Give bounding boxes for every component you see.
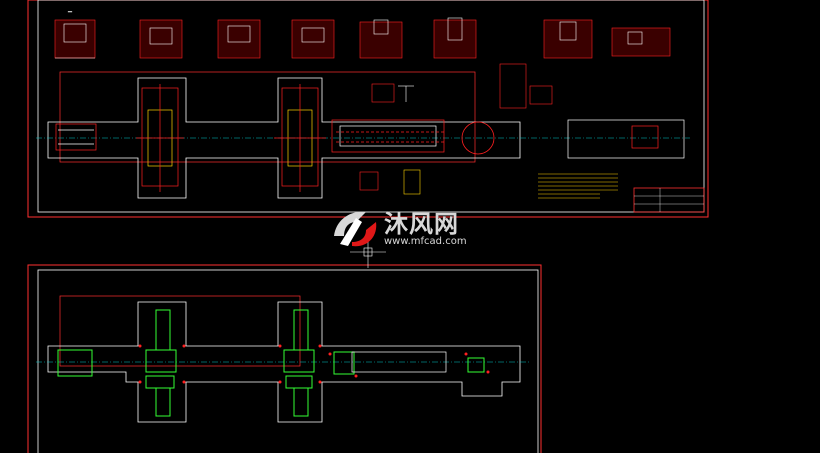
section-detail-7 xyxy=(543,19,593,59)
foundation-plan-top xyxy=(36,63,705,213)
section-details-row: — xyxy=(54,9,671,59)
plan-outline xyxy=(47,77,521,199)
notes-block xyxy=(538,173,618,199)
plan-dimension-box xyxy=(59,71,476,163)
watermark-logo-icon xyxy=(334,211,377,247)
top-drawing-sheet: — xyxy=(27,0,709,218)
bottom-anchor-points xyxy=(138,344,490,384)
watermark-brand-text: 沐风网 xyxy=(384,210,459,238)
bottom-sheet-outer-frame xyxy=(27,264,542,453)
section-detail-3 xyxy=(217,19,261,59)
bottom-plan-outline xyxy=(47,301,521,423)
svg-text:—: — xyxy=(68,9,72,14)
section-detail-8 xyxy=(611,27,671,57)
crosshair-cursor-icon xyxy=(350,238,386,268)
section-detail-2 xyxy=(139,19,183,59)
top-sheet-inner-frame xyxy=(37,0,705,213)
section-detail-6 xyxy=(433,17,477,59)
watermark-url-text: www.mfcad.com xyxy=(384,236,467,247)
section-detail-5 xyxy=(359,19,403,59)
left-end-reinforcement xyxy=(55,123,97,151)
section-detail-4 xyxy=(291,19,335,59)
anchor-detail-circle xyxy=(461,121,495,155)
watermark: 沐风网 www.mfcad.com xyxy=(334,210,467,247)
pump-base-right xyxy=(567,119,685,159)
bottom-rebar-layout xyxy=(57,309,485,417)
bottom-shaft-trench xyxy=(351,351,447,373)
shaft-reinforcement xyxy=(331,119,446,153)
right-end-reinforcement xyxy=(631,125,659,149)
pier-reinforcement-1 xyxy=(136,84,184,192)
small-detail-group xyxy=(359,63,553,195)
bottom-plan-dimension-box xyxy=(59,295,301,367)
pier-reinforcement-2 xyxy=(274,84,326,192)
bottom-sheet-inner-frame xyxy=(37,269,539,453)
top-sheet-outer-frame xyxy=(27,0,709,218)
title-block xyxy=(633,187,705,213)
bottom-drawing-sheet xyxy=(27,264,542,453)
section-detail-1: — xyxy=(54,9,96,59)
